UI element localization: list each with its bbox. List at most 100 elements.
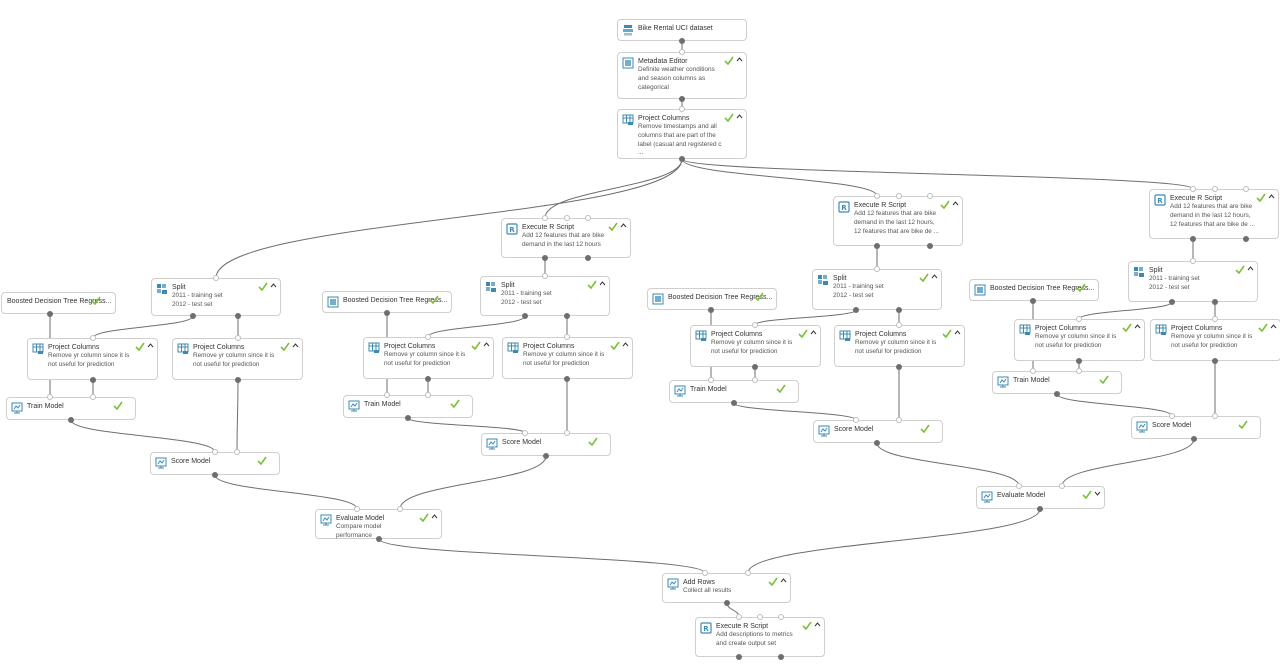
input-port[interactable] (1076, 368, 1082, 374)
output-port[interactable] (47, 311, 53, 317)
output-port[interactable] (896, 307, 902, 313)
module-trC[interactable]: Train Model (669, 380, 799, 403)
input-port[interactable] (425, 392, 431, 398)
chevron-up-icon[interactable] (599, 280, 606, 287)
output-port[interactable] (68, 417, 74, 423)
output-port[interactable] (1030, 298, 1036, 304)
output-port[interactable] (542, 255, 548, 261)
output-port[interactable] (405, 415, 411, 421)
input-port[interactable] (234, 449, 240, 455)
output-port[interactable] (778, 654, 784, 660)
output-port[interactable] (1212, 299, 1218, 305)
output-port[interactable] (522, 313, 528, 319)
chevron-up-icon[interactable] (620, 222, 627, 229)
input-port[interactable] (702, 570, 708, 576)
connection-scA-to-evAB[interactable] (214, 474, 358, 510)
input-port[interactable] (736, 614, 742, 620)
output-port[interactable] (90, 377, 96, 383)
chevron-up-icon[interactable] (952, 200, 959, 207)
input-port[interactable] (585, 215, 591, 221)
input-port[interactable] (874, 193, 880, 199)
input-port[interactable] (1030, 368, 1036, 374)
connection-splB-to-pcB1[interactable] (427, 315, 526, 338)
connection-splC-to-pcC1[interactable] (754, 309, 857, 326)
chevron-up-icon[interactable] (736, 113, 743, 120)
input-port[interactable] (927, 193, 933, 199)
input-port[interactable] (397, 506, 403, 512)
connection-projm-to-rC[interactable] (681, 158, 878, 197)
module-scD[interactable]: Score Model (1131, 416, 1261, 439)
output-port[interactable] (736, 654, 742, 660)
connection-trC-to-scC[interactable] (733, 402, 857, 421)
input-port[interactable] (564, 215, 570, 221)
output-port[interactable] (1054, 391, 1060, 397)
module-bdtA[interactable]: Boosted Decision Tree Regress... (1, 292, 116, 314)
connection-projm-to-splA[interactable] (215, 158, 683, 279)
connection-trD-to-scD[interactable] (1056, 393, 1173, 417)
connection-projm-to-rB[interactable] (544, 158, 683, 219)
chevron-up-icon[interactable] (1270, 323, 1277, 330)
output-port[interactable] (585, 255, 591, 261)
chevron-up-icon[interactable] (431, 513, 438, 520)
connection-pcA2-to-scA[interactable] (236, 379, 239, 453)
input-port[interactable] (778, 614, 784, 620)
input-port[interactable] (212, 449, 218, 455)
input-port[interactable] (542, 215, 548, 221)
output-port[interactable] (731, 400, 737, 406)
output-port[interactable] (724, 600, 730, 606)
input-port[interactable] (1059, 483, 1065, 489)
input-port[interactable] (1190, 186, 1196, 192)
chevron-up-icon[interactable] (931, 273, 938, 280)
output-port[interactable] (853, 307, 859, 313)
connection-trA-to-scA[interactable] (70, 419, 216, 453)
input-port[interactable] (745, 570, 751, 576)
output-port[interactable] (564, 313, 570, 319)
chevron-up-icon[interactable] (270, 282, 277, 289)
input-port[interactable] (752, 322, 758, 328)
input-port[interactable] (1212, 186, 1218, 192)
connection-splD-to-pcD1[interactable] (1078, 301, 1173, 320)
output-port[interactable] (1191, 436, 1197, 442)
input-port[interactable] (853, 417, 859, 423)
output-port[interactable] (679, 38, 685, 44)
chevron-down-icon[interactable] (1094, 490, 1101, 497)
output-port[interactable] (874, 440, 880, 446)
chevron-up-icon[interactable] (1134, 323, 1141, 330)
output-port[interactable] (1076, 358, 1082, 364)
chevron-up-icon[interactable] (1268, 193, 1275, 200)
connection-evAB-to-addr[interactable] (378, 538, 706, 574)
chevron-up-icon[interactable] (954, 329, 961, 336)
output-port[interactable] (896, 364, 902, 370)
input-port[interactable] (235, 335, 241, 341)
input-port[interactable] (896, 193, 902, 199)
connection-projm-to-rD[interactable] (681, 158, 1194, 190)
connection-scC-to-evCD[interactable] (876, 442, 1020, 487)
input-port[interactable] (1212, 316, 1218, 322)
input-port[interactable] (213, 275, 219, 281)
input-port[interactable] (896, 417, 902, 423)
input-port[interactable] (542, 273, 548, 279)
output-port[interactable] (425, 376, 431, 382)
chevron-up-icon[interactable] (814, 621, 821, 628)
input-port[interactable] (564, 430, 570, 436)
module-ds[interactable]: Bike Rental UCI dataset (617, 19, 747, 41)
connection-evCD-to-addr[interactable] (747, 508, 1041, 574)
input-port[interactable] (708, 377, 714, 383)
input-port[interactable] (757, 614, 763, 620)
output-port[interactable] (1243, 236, 1249, 242)
